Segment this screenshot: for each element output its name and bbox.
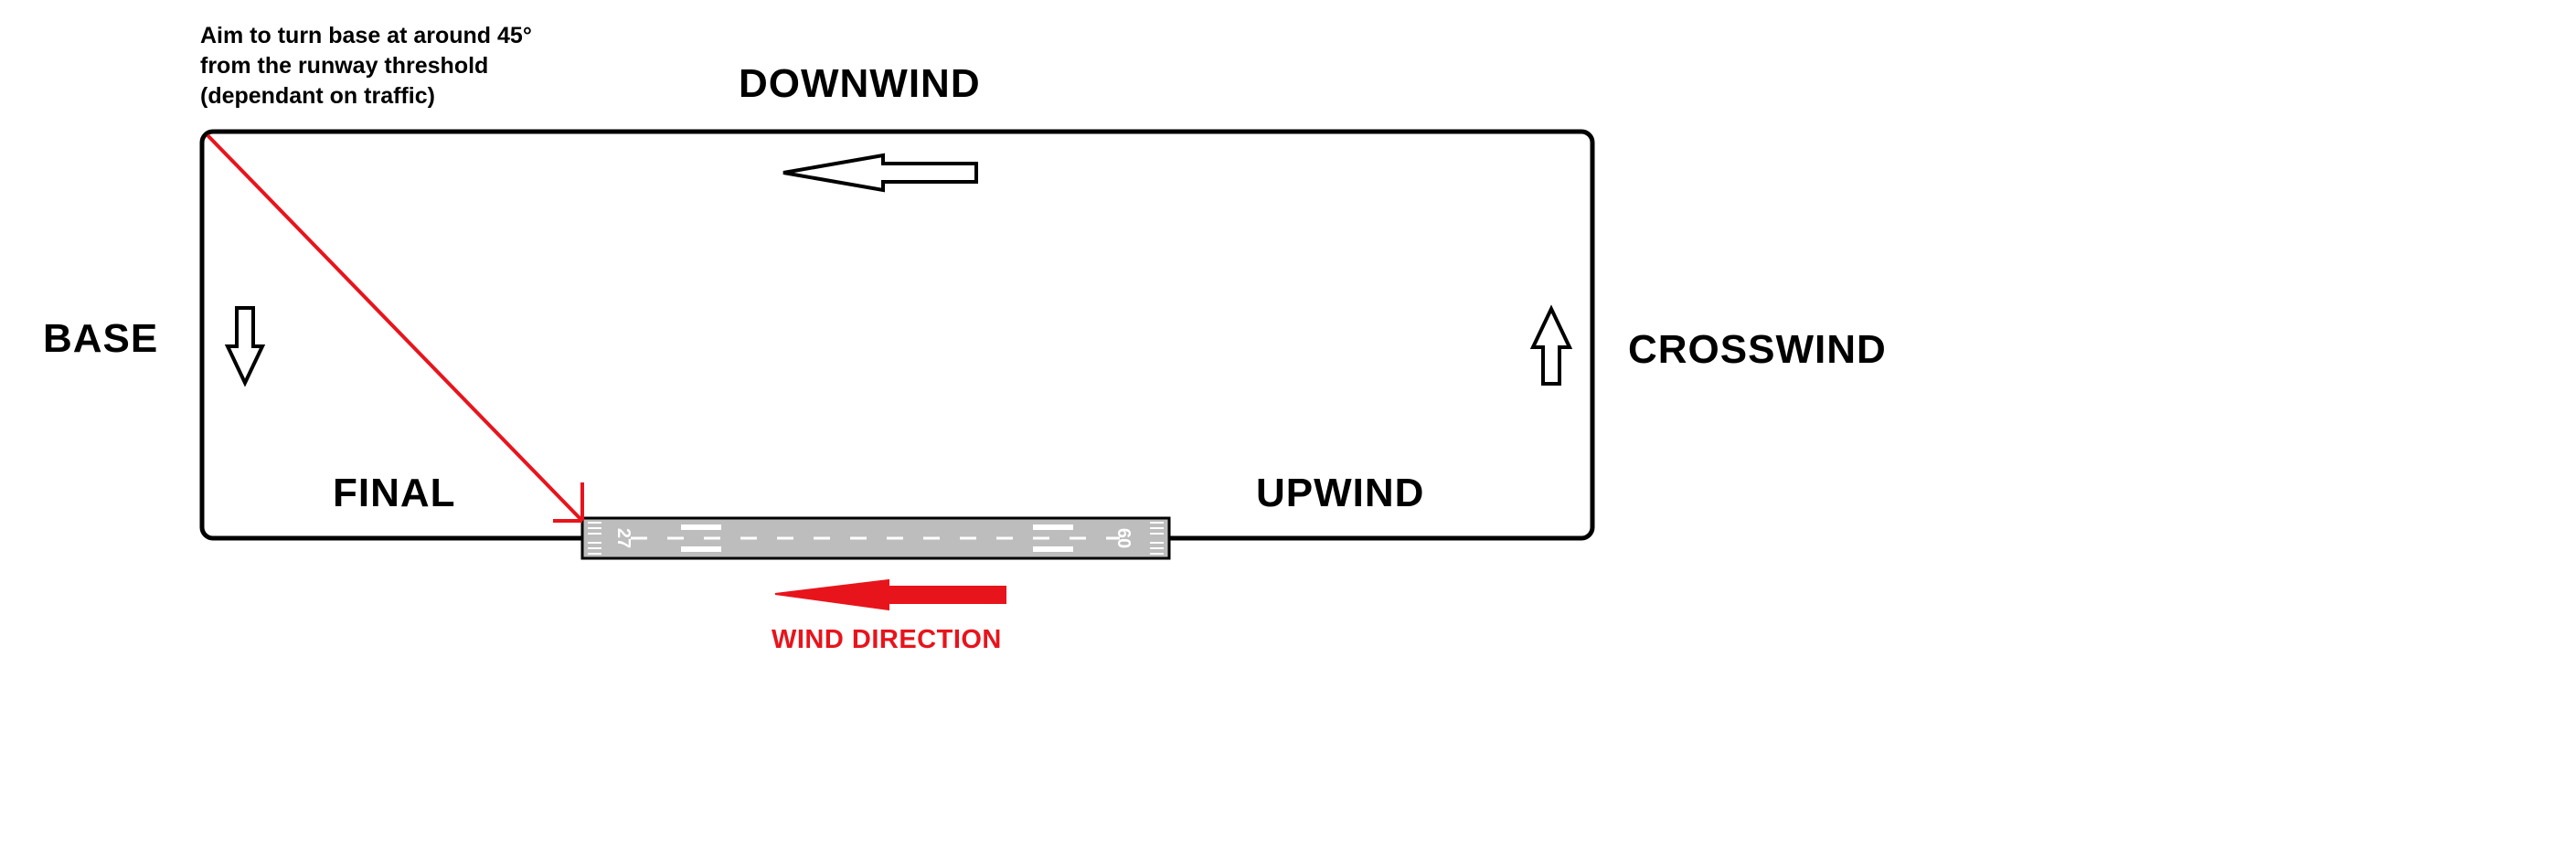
base-turn-line <box>206 133 584 523</box>
note-line-2: from the runway threshold <box>200 53 489 79</box>
base-arrow-icon <box>224 306 266 387</box>
wind-direction-arrow-icon <box>774 578 1006 611</box>
crosswind-arrow-icon <box>1529 304 1573 386</box>
note-line-3: (dependant on traffic) <box>200 83 435 109</box>
touchdown-markings <box>681 524 1073 552</box>
downwind-label: DOWNWIND <box>739 61 981 106</box>
upwind-label: UPWIND <box>1256 471 1425 515</box>
turn-base-note: Aim to turn base at around 45° from the … <box>200 21 532 111</box>
wind-direction-label: WIND DIRECTION <box>772 625 1002 654</box>
runway-number-left: 27 <box>613 528 633 548</box>
runway: 27 09 <box>580 516 1171 560</box>
runway-number-right: 09 <box>1115 528 1135 548</box>
final-label: FINAL <box>333 471 456 515</box>
note-line-1: Aim to turn base at around 45° <box>200 23 532 48</box>
crosswind-label: CROSSWIND <box>1628 327 1887 372</box>
downwind-arrow-icon <box>782 153 978 193</box>
base-label: BASE <box>43 316 159 361</box>
threshold-left <box>588 522 601 555</box>
threshold-right <box>1150 522 1164 555</box>
